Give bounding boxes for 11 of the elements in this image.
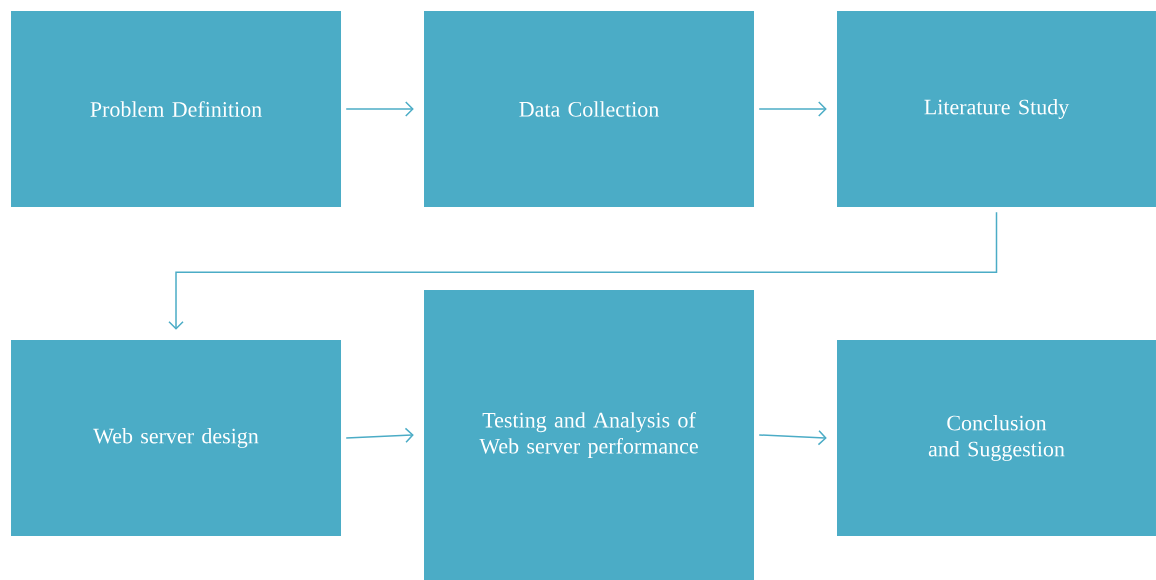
process-box: Testing and Analysis of Web server performance <box>424 290 754 580</box>
arrow <box>168 211 998 330</box>
arrow <box>345 101 414 117</box>
arrow <box>758 429 827 446</box>
process-box: Problem Definition <box>11 11 341 207</box>
process-box: Literature Study <box>837 11 1156 207</box>
process-box: Conclusion and Suggestion <box>837 340 1156 536</box>
arrow <box>758 101 827 117</box>
arrow <box>345 427 414 444</box>
process-box: Web server design <box>11 340 341 536</box>
process-box: Data Collection <box>424 11 754 207</box>
